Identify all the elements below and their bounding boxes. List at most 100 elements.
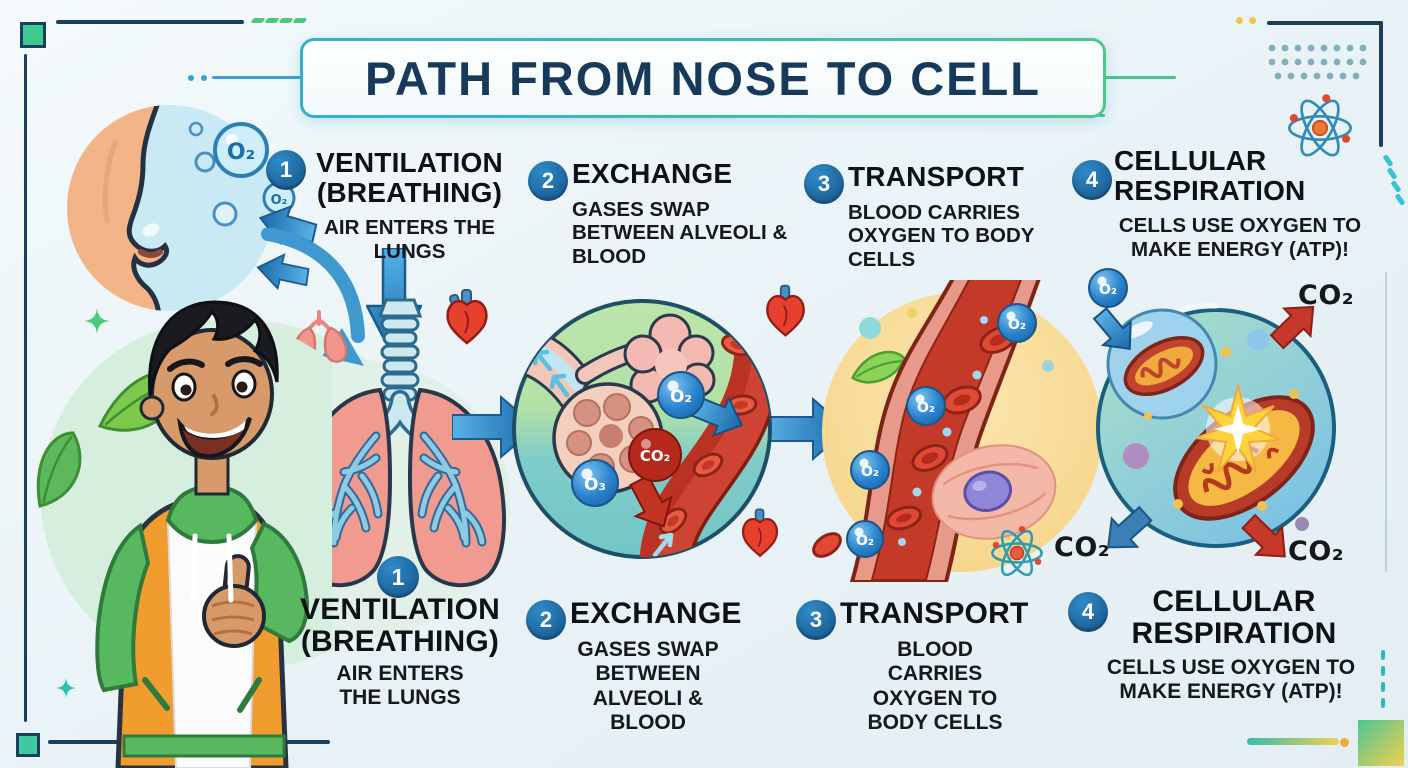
top-right-bracket-h [1267, 21, 1383, 25]
svg-text:O₂: O₂ [227, 140, 255, 165]
step-4-desc: CELLS USE OXYGEN TO MAKE ENERGY (ATP)! [1118, 214, 1362, 262]
teal-dash-4 [1394, 193, 1406, 206]
atom-icon [1288, 94, 1352, 157]
step-2-title: EXCHANGE [572, 158, 733, 189]
co2-arrow-bottom-right [1241, 513, 1286, 558]
step-4-label-bottom: CELLULAR RESPIRATION [1108, 586, 1360, 650]
cell-illustration: O₂ [1088, 268, 1336, 558]
step-3-desc-bottom: BLOOD CARRIES OXYGEN TO BODY CELLS [867, 638, 1003, 735]
step-1-label-bottom: VENTILATION (BREATHING) [288, 594, 512, 658]
o2-bubble: O₂ [657, 371, 705, 419]
svg-text:O₂: O₂ [670, 387, 692, 407]
heart-icon [741, 508, 779, 558]
step-1-desc: AIR ENTERS THE LUNGS [324, 216, 495, 264]
br-dash-2 [1381, 666, 1385, 676]
atom-icon [991, 525, 1043, 577]
top-right-bracket-v [1379, 21, 1383, 147]
step-1-title: VENTILATION (BREATHING) [316, 147, 503, 208]
co2-arrow-bottom-left [1106, 505, 1153, 549]
co2-label-bottom-left: CO₂ [1054, 532, 1111, 563]
svg-text:O₂: O₂ [856, 533, 874, 549]
step-2-title: EXCHANGE [570, 597, 742, 630]
step-4-desc-bottom: CELLS USE OXYGEN TO MAKE ENERGY (ATP)! [1106, 656, 1356, 704]
page-title: PATH FROM NOSE TO CELL [365, 51, 1041, 105]
thumbs-up-hand [202, 554, 266, 648]
title-box: PATH FROM NOSE TO CELL [300, 38, 1106, 118]
title-connector-right [1104, 76, 1176, 79]
co2-arrow-top-right [1269, 305, 1315, 350]
step-4-number-top: 4 [1072, 160, 1112, 200]
blue-dot-1 [188, 75, 194, 81]
step-3-title: TRANSPORT [848, 161, 1025, 192]
gradient-square [1358, 720, 1404, 766]
left-vertical-line [24, 54, 27, 722]
dot-grid [1268, 44, 1367, 80]
transport-illustration: O₂ O₂ O₂ O₂ [812, 280, 1102, 582]
step-3-desc: BLOOD CARRIES OXYGEN TO BODY CELLS [848, 200, 1035, 272]
svg-text:O₂: O₂ [1099, 282, 1117, 298]
o2-bubble-large: O₂ [213, 122, 269, 178]
step-2-desc-bottom: GASES SWAP BETWEEN ALVEOLI & BLOOD [577, 638, 719, 735]
step-4-label-top: CELLULAR RESPIRATION CELLS USE OXYGEN TO… [1114, 146, 1366, 262]
green-dash-2 [264, 18, 280, 23]
o2-bubble: O₂ [846, 520, 884, 558]
step-3-number-top: 3 [804, 164, 844, 204]
step-1-number-bottom: 1 [377, 556, 419, 598]
green-dash-3 [278, 18, 294, 23]
step-3-number-bottom: 3 [796, 600, 836, 640]
step-1-label-top: VENTILATION (BREATHING) AIR ENTERS THE L… [302, 148, 517, 264]
teal-dash-1 [1382, 154, 1394, 167]
step-2-number-bottom: 2 [526, 600, 566, 640]
title-box-inner: PATH FROM NOSE TO CELL [303, 41, 1103, 115]
step-2-number-top: 2 [528, 161, 568, 201]
br-dash-3 [1381, 682, 1385, 692]
co2-bubble: CO₂ [628, 428, 682, 482]
step-1-number-top: 1 [266, 150, 306, 190]
co2-label-bottom-right: CO₂ [1288, 536, 1345, 567]
heart-icon [766, 284, 805, 337]
right-faint-line [1385, 272, 1387, 572]
svg-text:O₂: O₂ [271, 193, 288, 208]
step-2-label-bottom: EXCHANGE [570, 598, 790, 630]
yellow-dot-1 [1236, 17, 1243, 24]
yellow-dot-2 [1249, 17, 1256, 24]
step-2-desc: GASES SWAP BETWEEN ALVEOLI & BLOOD [572, 197, 788, 269]
step-1-title: VENTILATION (BREATHING) [300, 593, 500, 658]
gradient-line [1247, 738, 1339, 745]
step-4-title: CELLULAR RESPIRATION [1114, 145, 1306, 206]
green-dash-1 [250, 18, 266, 23]
sparkle-teal-icon [56, 678, 76, 698]
br-dash-1 [1381, 650, 1385, 660]
exchange-illustration: O₂ CO₂ O₃ [512, 299, 772, 559]
step-4-number-bottom: 4 [1068, 592, 1108, 632]
svg-text:CO₂: CO₂ [640, 447, 670, 465]
step-1-desc-bottom: AIR ENTERS THE LUNGS [336, 662, 464, 710]
heart-icon [446, 289, 488, 345]
step-3-label-top: TRANSPORT BLOOD CARRIES OXYGEN TO BODY C… [848, 162, 1043, 272]
teal-dash-2 [1386, 167, 1398, 180]
body-cell [931, 444, 1057, 540]
sparkle-green-icon [84, 308, 110, 334]
svg-text:O₃: O₃ [584, 475, 606, 495]
inhale-arrow-2 [256, 253, 310, 291]
o2-bubble: O₂ [850, 450, 890, 490]
top-left-line [56, 20, 244, 24]
step-3-label-bottom: TRANSPORT [840, 598, 1050, 630]
co2-label-top-right: CO₂ [1298, 280, 1355, 311]
nose-illustration: O₂ O₂ [67, 105, 318, 311]
blue-dot-2 [201, 75, 207, 81]
svg-text:O₂: O₂ [917, 400, 935, 416]
svg-text:O₂: O₂ [861, 464, 879, 480]
o2-bubble: O₂ [1088, 268, 1128, 308]
title-connector-left [212, 76, 302, 79]
corner-square-bottom-left [16, 733, 40, 757]
orange-dot [1340, 738, 1349, 747]
teal-dash-3 [1390, 180, 1402, 193]
br-dash-4 [1381, 698, 1385, 708]
person-illustration [36, 300, 332, 768]
o2-bubble: O₂ [997, 303, 1037, 343]
step-3-title: TRANSPORT [840, 597, 1029, 630]
corner-square-top-left [20, 22, 46, 48]
step-2-label-top: EXCHANGE GASES SWAP BETWEEN ALVEOLI & BL… [572, 159, 812, 269]
